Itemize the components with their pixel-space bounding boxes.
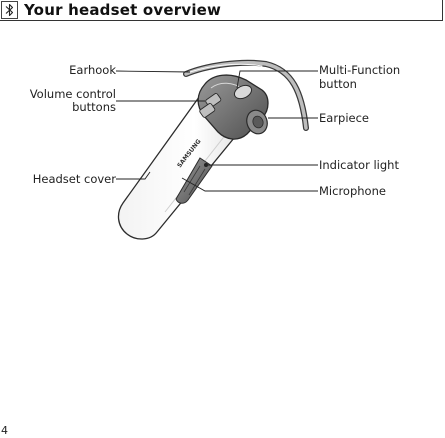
- section-header: Your headset overview: [0, 0, 443, 21]
- label-volume-control-line1: Volume control: [29, 87, 116, 101]
- label-microphone: Microphone: [319, 184, 386, 198]
- bluetooth-icon: [1, 1, 18, 19]
- microphone-grill: [175, 157, 213, 204]
- label-volume-control-line2: buttons: [72, 100, 116, 114]
- leader-lines: [115, 70, 318, 192]
- label-headset-cover: Headset cover: [32, 172, 116, 186]
- leader-earhook: [115, 70, 191, 73]
- leader-headset-cover: [116, 171, 151, 180]
- earhook-shape: [183, 59, 309, 131]
- label-multifunction-line1: Multi-Function: [319, 63, 401, 77]
- label-indicator-light: Indicator light: [319, 158, 399, 172]
- multifunction-button-shape: [233, 84, 253, 100]
- volume-button-down: [199, 103, 216, 118]
- page-number: 4: [1, 424, 8, 437]
- headset-head: [197, 74, 269, 140]
- indicator-light-shape: [204, 163, 208, 167]
- label-earpiece: Earpiece: [319, 111, 370, 125]
- leader-multifunction: [236, 70, 318, 89]
- label-multifunction-line2: button: [319, 77, 357, 91]
- page-title: Your headset overview: [24, 1, 222, 19]
- label-earhook: Earhook: [69, 63, 116, 77]
- leader-microphone: [181, 177, 318, 192]
